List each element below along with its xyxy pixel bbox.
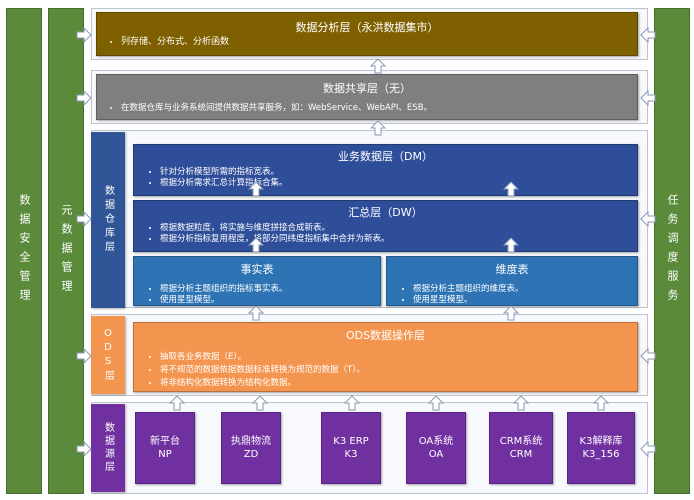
source-zd: 执鼎物流 ZD [221,412,281,484]
analysis-layer: 数据分析层（永洪数据集市） 列存储、分布式、分析函数 [96,12,638,56]
sharing-layer: 数据共享层（无） 在数据仓库与业务系统间提供数据共享服务，如：WebServic… [96,74,638,120]
list-item: 针对分析模型所需的指标宽表。 [160,167,288,178]
up-arrow-icon [247,181,265,197]
list-item: 将不规范的数据依据数据标准转换为规范的数据（T）。 [160,364,365,377]
task-scheduling-service-label: 任务调度服务 [666,194,679,308]
list-item: 列存储、分布式、分析函数 [121,37,229,48]
right-arrow-icon [76,89,92,107]
dw-layer-list: 根据数据粒度，将实施与维度拼接合成新表。 根据分析指标复用程度，将部分同纬度指标… [142,223,390,245]
analysis-layer-list: 列存储、分布式、分析函数 [103,37,229,48]
list-item: 根据分析指标复用程度，将部分同纬度指标集中合并为新表。 [160,234,390,245]
right-arrow-icon [76,347,92,365]
task-scheduling-service-bar: 任务调度服务 [654,8,690,494]
list-item: 抽取各业务数据（E）。 [160,351,365,364]
up-arrow-icon [592,395,610,411]
up-arrow-icon [251,395,269,411]
up-arrow-icon [502,237,520,253]
dm-layer: 业务数据层（DM） 针对分析模型所需的指标宽表。 根据分析需求汇总计算指标合集。 [133,144,638,196]
source-oa: OA系统 OA [406,412,466,484]
dimension-table-layer: 维度表 根据分析主题组织的维度表。 使用星型模型。 [386,256,638,306]
metadata-management-bar: 元数据管理 [48,8,84,494]
left-arrow-icon [640,26,656,44]
list-item: 根据数据粒度，将实施与维度拼接合成新表。 [160,223,390,234]
ods-layer-title: ODS数据操作层 [345,329,426,342]
dw-layer: 汇总层（DW） 根据数据粒度，将实施与维度拼接合成新表。 根据分析指标复用程度，… [133,200,638,252]
left-arrow-icon [640,210,656,228]
right-arrow-icon [76,210,92,228]
list-item: 根据分析主题组织的维度表。 [413,284,524,295]
up-arrow-icon [247,237,265,253]
source-layer-label: 数据源层 [91,404,125,492]
up-arrow-icon [369,58,387,74]
analysis-layer-title: 数据分析层（永洪数据集市） [295,21,439,34]
list-item: 使用星型模型。 [413,295,524,306]
fact-table-title: 事实表 [240,263,274,276]
up-arrow-icon [168,395,186,411]
dimension-table-title: 维度表 [495,263,529,276]
sharing-layer-title: 数据共享层（无） [323,82,411,95]
left-arrow-icon [640,347,656,365]
fact-table-list: 根据分析主题组织的指标事实表。 使用星型模型。 [142,284,288,306]
source-k3-156: K3解释库 K3_156 [567,412,635,484]
dm-layer-title: 业务数据层（DM） [338,150,433,163]
list-item: 根据分析主题组织的指标事实表。 [160,284,288,295]
up-arrow-icon [343,395,361,411]
up-arrow-icon [247,305,265,321]
warehouse-layer-label: 数据仓库层 [91,132,125,308]
list-item: 使用星型模型。 [160,295,288,306]
fact-table-layer: 事实表 根据分析主题组织的指标事实表。 使用星型模型。 [133,256,381,306]
left-arrow-icon [640,89,656,107]
dw-layer-title: 汇总层（DW） [348,206,423,219]
up-arrow-icon [502,181,520,197]
left-arrow-icon [640,440,656,458]
right-arrow-icon [76,26,92,44]
up-arrow-icon [369,120,387,136]
up-arrow-icon [502,305,520,321]
up-arrow-icon [512,395,530,411]
list-item: 根据分析需求汇总计算指标合集。 [160,178,288,189]
data-security-management-bar: 数据安全管理 [6,8,42,494]
up-arrow-icon [427,395,445,411]
sharing-layer-list: 在数据仓库与业务系统间提供数据共享服务，如：WebService、WebAPI、… [103,103,432,114]
ods-layer-label: ODS层 [91,316,125,394]
data-security-management-label: 数据安全管理 [18,194,31,308]
right-arrow-icon [76,440,92,458]
list-item: 将非结构化数据转换为结构化数据。 [160,377,365,390]
source-crm: CRM系统 CRM [489,412,553,484]
ods-layer-list: 抽取各业务数据（E）。 将不规范的数据依据数据标准转换为规范的数据（T）。 将非… [142,351,365,390]
dm-layer-list: 针对分析模型所需的指标宽表。 根据分析需求汇总计算指标合集。 [142,167,288,189]
source-np: 新平台 NP [135,412,195,484]
list-item: 在数据仓库与业务系统间提供数据共享服务，如：WebService、WebAPI、… [121,103,432,114]
metadata-management-label: 元数据管理 [60,203,73,299]
dimension-table-list: 根据分析主题组织的维度表。 使用星型模型。 [395,284,524,306]
source-k3-erp: K3 ERP K3 [321,412,381,484]
ods-layer: ODS数据操作层 抽取各业务数据（E）。 将不规范的数据依据数据标准转换为规范的… [133,322,638,392]
